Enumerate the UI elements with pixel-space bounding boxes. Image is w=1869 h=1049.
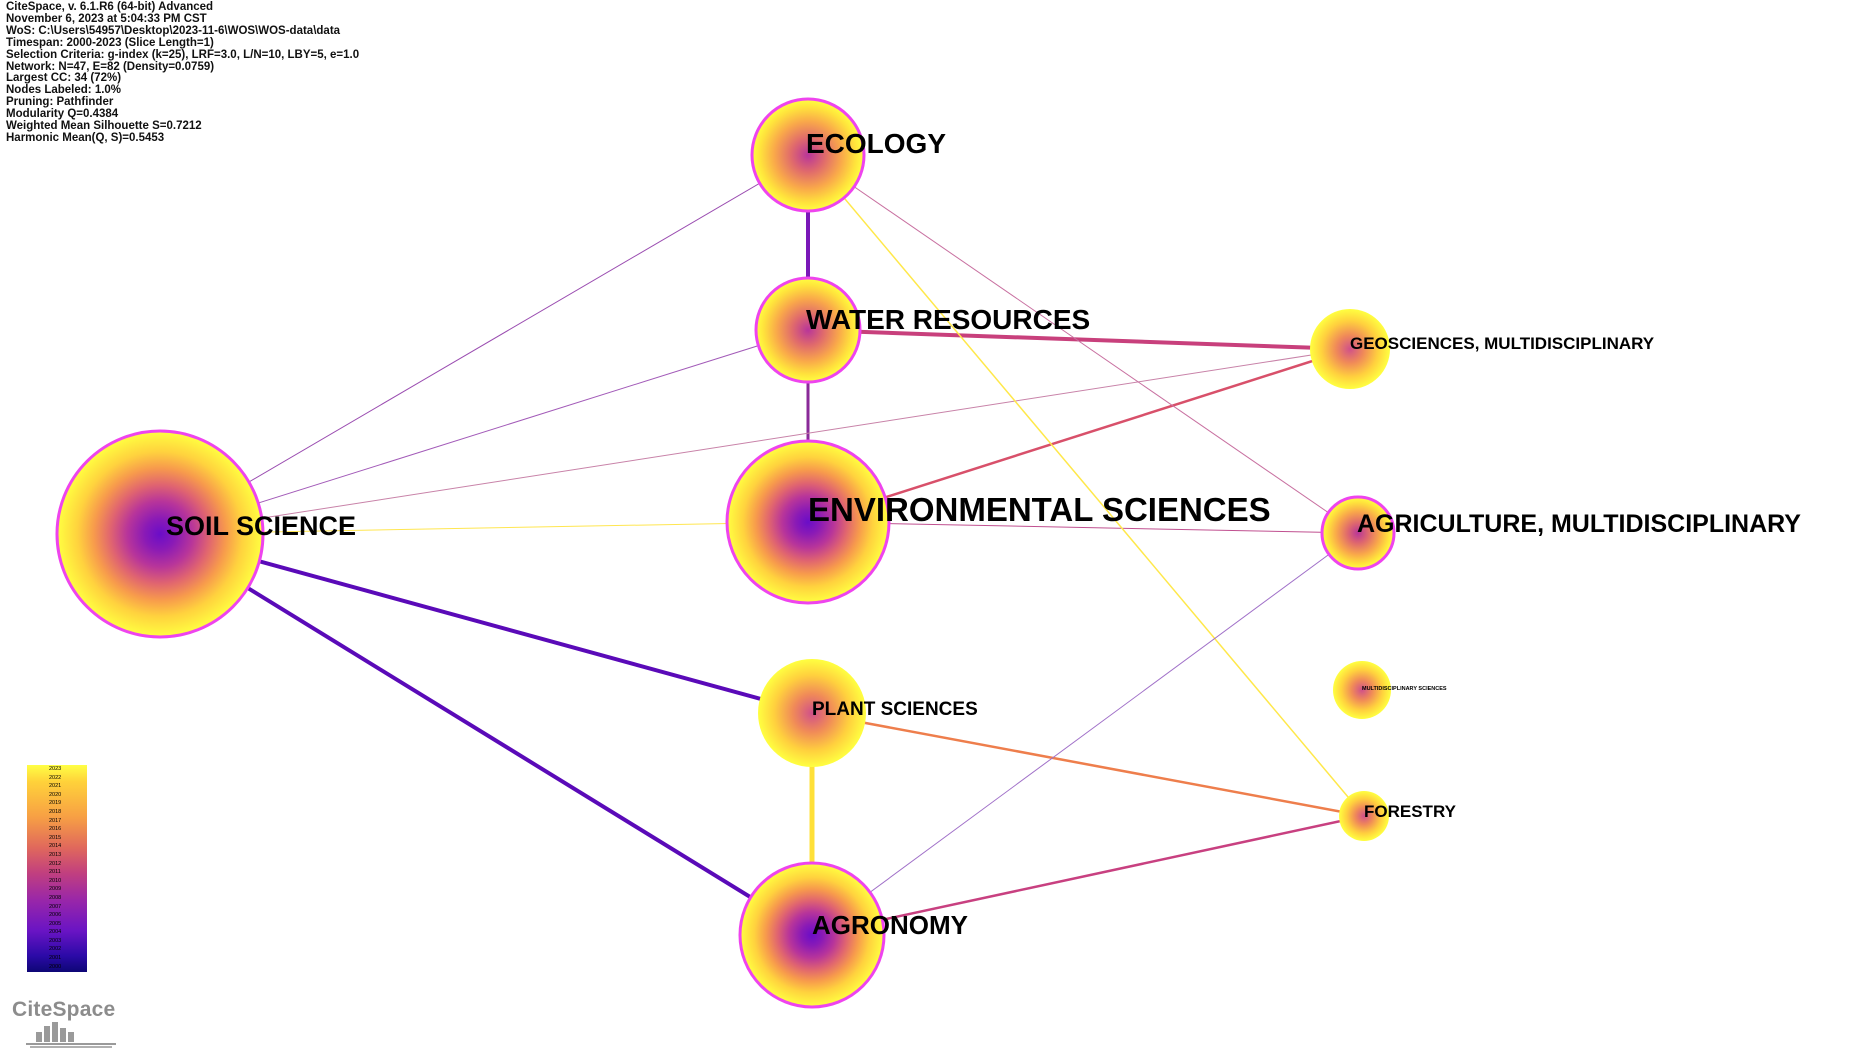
legend-year: 2007 bbox=[49, 903, 62, 910]
legend-year: 2001 bbox=[49, 955, 62, 962]
legend-year: 2022 bbox=[49, 774, 62, 781]
node-label-forestry: FORESTRY bbox=[1364, 802, 1457, 821]
edge-soil-water bbox=[159, 329, 809, 535]
node-forestry[interactable] bbox=[1339, 791, 1389, 841]
info-line: Network: N=47, E=82 (Density=0.0759) bbox=[6, 60, 215, 73]
legend-year: 2019 bbox=[49, 800, 62, 807]
edge-soil-geo bbox=[159, 348, 1351, 535]
legend-year: 2011 bbox=[49, 869, 61, 876]
legend-year: 2008 bbox=[49, 894, 62, 901]
node-soil[interactable] bbox=[55, 429, 265, 639]
info-line: Weighted Mean Silhouette S=0.7212 bbox=[6, 120, 202, 133]
legend-year: 2014 bbox=[49, 843, 62, 850]
info-line: November 6, 2023 at 5:04:33 PM CST bbox=[6, 12, 207, 25]
label-layer: ECOLOGY WATER RESOURCES ENVIRONMENTAL SC… bbox=[166, 128, 1801, 940]
node-label-soil: SOIL SCIENCE bbox=[166, 511, 356, 541]
network-info-panel: CiteSpace, v. 6.1.R6 (64-bit) Advanced N… bbox=[6, 1, 360, 145]
legend-year: 2002 bbox=[49, 946, 62, 953]
node-env[interactable] bbox=[725, 439, 891, 605]
legend-year: 2010 bbox=[49, 877, 62, 884]
logo-bars-icon bbox=[26, 1022, 116, 1048]
node-label-agri: AGRICULTURE, MULTIDISCIPLINARY bbox=[1357, 510, 1801, 538]
edge-env-agri bbox=[807, 521, 1359, 534]
node-label-env: ENVIRONMENTAL SCIENCES bbox=[808, 491, 1271, 528]
edge-soil-agronomy bbox=[158, 532, 814, 937]
legend-year: 2012 bbox=[49, 860, 62, 867]
edge-soil-ecology bbox=[159, 154, 809, 535]
edge-ecology-forestry bbox=[807, 154, 1365, 817]
legend-year: 2023 bbox=[49, 766, 62, 772]
year-color-legend: 2023 2022 2021 2020 2019 2018 2017 2016 … bbox=[27, 765, 87, 972]
node-label-water: WATER RESOURCES bbox=[806, 304, 1090, 335]
node-label-multi: MULTIDISCIPLINARY SCIENCES bbox=[1362, 686, 1447, 692]
legend-year: 2003 bbox=[49, 937, 62, 944]
edge-soil-plant bbox=[159, 532, 813, 715]
edge-soil-env bbox=[159, 521, 809, 535]
edge-plant-forestry bbox=[811, 711, 1365, 818]
edge-water-geo bbox=[807, 328, 1351, 351]
citespace-logo: CiteSpace bbox=[8, 998, 118, 1048]
legend-year: 2013 bbox=[49, 851, 62, 858]
info-line: Harmonic Mean(Q, S)=0.5453 bbox=[6, 131, 165, 144]
node-label-agronomy: AGRONOMY bbox=[812, 910, 968, 940]
node-water[interactable] bbox=[754, 276, 862, 384]
info-line: Nodes Labeled: 1.0% bbox=[6, 84, 122, 97]
legend-year: 2015 bbox=[49, 834, 62, 841]
legend-year: 2000 bbox=[49, 963, 62, 970]
node-label-geo: GEOSCIENCES, MULTIDISCIPLINARY bbox=[1350, 334, 1655, 353]
node-label-plant: PLANT SCIENCES bbox=[812, 699, 978, 720]
legend-year: 2020 bbox=[49, 791, 62, 798]
node-geo[interactable] bbox=[1310, 309, 1390, 389]
info-line: Largest CC: 34 (72%) bbox=[6, 72, 122, 85]
edge-agronomy-forestry bbox=[811, 814, 1365, 937]
node-layer bbox=[55, 97, 1396, 1009]
info-line: Pruning: Pathfinder bbox=[6, 96, 114, 109]
edge-env-geo bbox=[807, 347, 1351, 524]
legend-year: 2017 bbox=[49, 817, 62, 824]
node-agronomy[interactable] bbox=[738, 861, 886, 1009]
legend-year: 2005 bbox=[49, 920, 62, 927]
info-line: Modularity Q=0.4384 bbox=[6, 108, 119, 121]
legend-year: 2018 bbox=[49, 808, 62, 815]
legend-year: 2021 bbox=[49, 783, 62, 790]
node-ecology[interactable] bbox=[750, 97, 866, 213]
info-line: Selection Criteria: g-index (k=25), LRF=… bbox=[6, 48, 360, 61]
node-multi[interactable] bbox=[1333, 661, 1391, 719]
info-line: Timespan: 2000-2023 (Slice Length=1) bbox=[6, 36, 214, 49]
legend-year: 2009 bbox=[49, 886, 62, 893]
node-agri[interactable] bbox=[1320, 495, 1396, 571]
edge-ecology-agri bbox=[807, 154, 1359, 534]
legend-year: 2006 bbox=[49, 912, 62, 919]
node-plant[interactable] bbox=[758, 659, 866, 767]
info-line: WoS: C:\Users\54957\Desktop\2023-11-6\WO… bbox=[6, 24, 341, 37]
info-line: CiteSpace, v. 6.1.R6 (64-bit) Advanced bbox=[6, 1, 214, 13]
node-label-ecology: ECOLOGY bbox=[806, 128, 946, 159]
legend-year: 2004 bbox=[49, 929, 62, 936]
legend-year: 2016 bbox=[49, 826, 62, 833]
edge-agronomy-agri bbox=[811, 532, 1359, 936]
logo-text: CiteSpace bbox=[12, 998, 116, 1021]
